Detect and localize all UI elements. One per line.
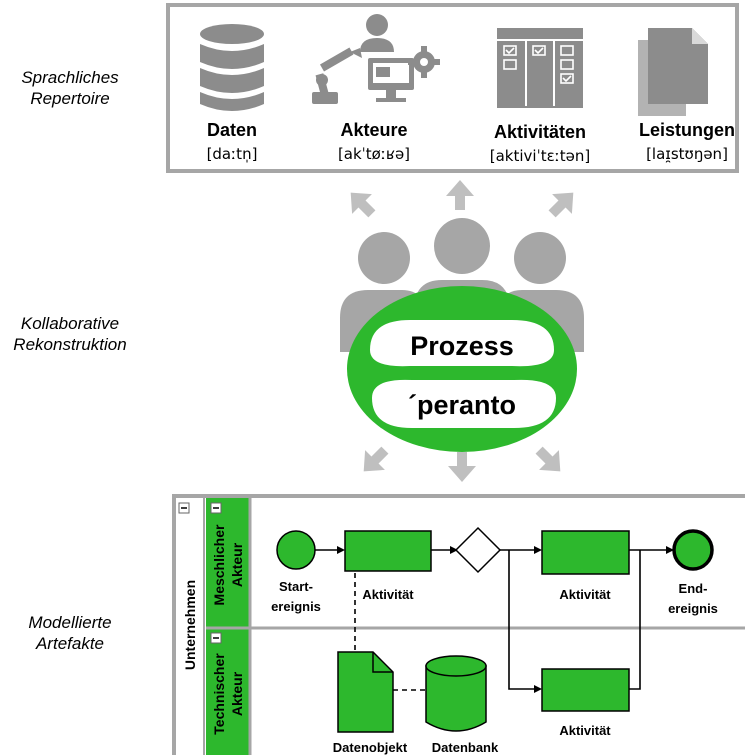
arrow-up-left — [350, 192, 376, 218]
term-akteure-word: Akteure — [340, 120, 408, 140]
term-akteure: Akteure [akˈtøːʁə] — [304, 120, 444, 164]
activity-2[interactable] — [541, 530, 630, 575]
term-aktivitaeten-word: Aktivitäten — [493, 122, 587, 142]
data-object[interactable] — [337, 651, 394, 733]
person-right-head — [514, 232, 566, 284]
pool-label: Unternehmen — [182, 580, 198, 670]
actor-robot-icon — [312, 14, 440, 104]
activity-1-label: Aktivität — [362, 587, 414, 602]
arrow-up-center — [446, 180, 474, 210]
activity-3-label: Aktivität — [559, 723, 611, 738]
term-aktivitaeten-ipa: [aktiviˈtɛːtən] — [489, 147, 591, 165]
arrow-down-center — [448, 452, 476, 482]
data-store[interactable] — [425, 655, 487, 732]
side-label-reconstruction: Kollaborative Rekonstruktion — [0, 313, 140, 355]
person-center-head — [434, 218, 490, 274]
arrow-down-right — [535, 446, 561, 472]
term-leistungen-ipa: [laɪ̯stʊŋən] — [646, 145, 728, 163]
arrow-up-right — [548, 192, 574, 218]
down-arrows — [363, 446, 561, 482]
term-aktivitaeten: Aktivitäten [aktiviˈtɛːtən] — [470, 122, 610, 166]
term-leistungen: Leistungen [laɪ̯stʊŋən] — [617, 120, 745, 164]
term-akteure-ipa: [akˈtøːʁə] — [337, 145, 411, 163]
start-event[interactable] — [276, 530, 316, 570]
lane1-label-line2: Akteur — [229, 542, 245, 587]
start-event-label-line1: Start- — [279, 579, 313, 594]
person-left-head — [358, 232, 410, 284]
side-label-repertoire: Sprachliches Repertoire — [0, 67, 140, 109]
data-store-label: Datenbank — [432, 740, 499, 755]
lane2-label-line2: Akteur — [229, 671, 245, 716]
gateway[interactable] — [454, 526, 502, 574]
side-label-reconstruction-line1: Kollaborative — [20, 314, 120, 333]
term-daten-word: Daten — [206, 120, 257, 140]
term-daten-ipa: [daːtn̩] — [206, 145, 258, 163]
term-daten: Daten [daːtn̩] — [162, 120, 302, 164]
up-arrows — [350, 180, 574, 218]
center-word-prozess: Prozess — [410, 331, 514, 361]
arrow-down-left — [363, 446, 389, 472]
side-label-artifacts-line2: Artefakte — [35, 634, 105, 653]
documents-icon — [638, 28, 708, 116]
start-event-label-line2: ereignis — [271, 599, 321, 614]
kanban-board-icon — [497, 28, 583, 108]
side-label-artifacts-line1: Modellierte — [28, 613, 112, 632]
end-event-label-line2: ereignis — [668, 601, 718, 616]
term-leistungen-word: Leistungen — [638, 120, 735, 140]
lane2-label-line1: Technischer — [211, 653, 227, 735]
database-icon — [200, 24, 264, 111]
data-object-label: Datenobjekt — [333, 740, 408, 755]
bpmn-model: Unternehmen Meschlicher Akteur Technisch… — [172, 494, 745, 755]
side-label-repertoire-line2: Repertoire — [30, 89, 110, 108]
prozessperanto-logo: Prozess ´peranto — [347, 286, 577, 452]
activity-2-label: Aktivität — [559, 587, 611, 602]
end-event[interactable] — [672, 529, 714, 571]
lane1-label-line1: Meschlicher — [211, 524, 227, 605]
side-label-repertoire-line1: Sprachliches — [21, 68, 119, 87]
activity-3[interactable] — [541, 668, 630, 712]
activity-1[interactable] — [344, 530, 432, 572]
center-word-peranto: ´peranto — [408, 390, 516, 420]
side-label-artifacts: Modellierte Artefakte — [0, 612, 140, 654]
end-event-label-line1: End- — [679, 581, 708, 596]
side-label-reconstruction-line2: Rekonstruktion — [13, 335, 127, 354]
